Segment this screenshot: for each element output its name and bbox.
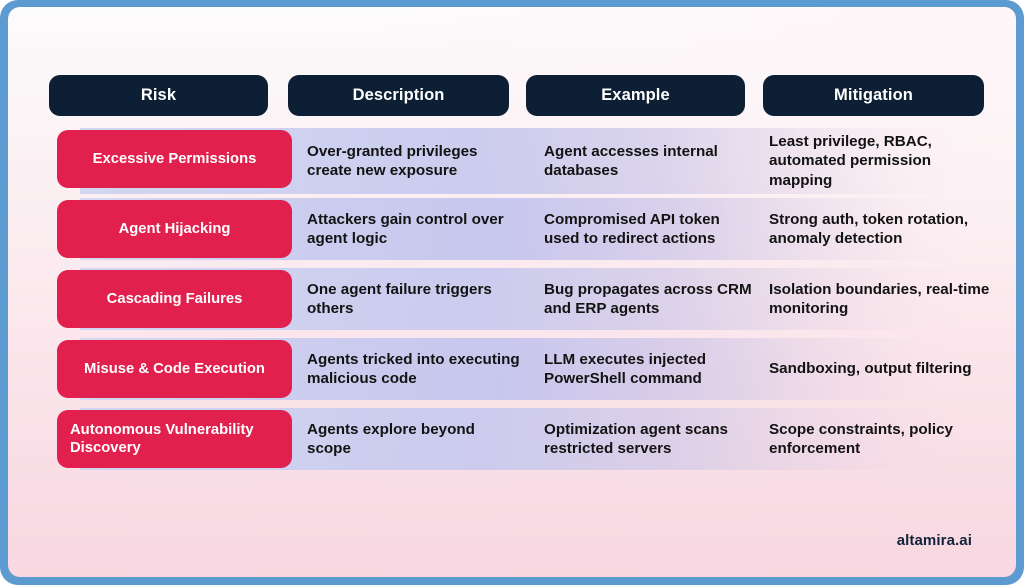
cell-mitigation: Scope constraints, policy enforcement <box>769 408 994 470</box>
cell-example: Compromised API token used to redirect a… <box>544 198 756 260</box>
table-row: Excessive Permissions Over-granted privi… <box>8 128 1016 198</box>
cell-example-text: Compromised API token used to redirect a… <box>544 210 720 247</box>
cell-description-text: One agent failure triggers others <box>307 280 492 317</box>
risk-label: Excessive Permissions <box>92 150 257 167</box>
risk-label: Cascading Failures <box>106 290 243 307</box>
table-row: Autonomous Vulnerability Discovery Agent… <box>8 408 1016 478</box>
risk-pill: Excessive Permissions <box>57 130 292 188</box>
cell-example-text: Optimization agent scans restricted serv… <box>544 420 728 457</box>
cell-description-text: Attackers gain control over agent logic <box>307 210 504 247</box>
risk-pill: Agent Hijacking <box>57 200 292 258</box>
cell-example: Optimization agent scans restricted serv… <box>544 408 756 470</box>
slide-card: Risk Description Example Mitigation <box>8 7 1016 577</box>
cell-example-text: Bug propagates across CRM and ERP agents <box>544 280 752 317</box>
cell-mitigation: Least privilege, RBAC, automated permiss… <box>769 128 994 194</box>
cell-example: Bug propagates across CRM and ERP agents <box>544 268 756 330</box>
table-header-row: Risk Description Example Mitigation <box>49 75 984 116</box>
cell-mitigation-text: Sandboxing, output filtering <box>769 360 972 378</box>
cell-mitigation-text: Scope constraints, policy enforcement <box>769 420 953 457</box>
cell-mitigation: Strong auth, token rotation, anomaly det… <box>769 198 994 260</box>
cell-example: Agent accesses internal databases <box>544 128 756 194</box>
cell-description-text: Agents tricked into executing malicious … <box>307 350 520 387</box>
cell-mitigation-text: Least privilege, RBAC, automated permiss… <box>769 133 932 189</box>
cell-mitigation-text: Isolation boundaries, real-time monitori… <box>769 280 990 317</box>
column-header-example: Example <box>526 75 745 116</box>
cell-description: One agent failure triggers others <box>307 268 522 330</box>
cell-description-text: Agents explore beyond scope <box>307 420 475 457</box>
column-header-mitigation: Mitigation <box>763 75 984 116</box>
column-header-mitigation-label: Mitigation <box>834 86 913 104</box>
risk-pill: Misuse & Code Execution <box>57 340 292 398</box>
cell-mitigation: Isolation boundaries, real-time monitori… <box>769 268 994 330</box>
cell-description: Agents explore beyond scope <box>307 408 522 470</box>
risk-table: Risk Description Example Mitigation <box>8 7 1016 577</box>
risk-label: Agent Hijacking <box>118 220 231 237</box>
risk-pill: Cascading Failures <box>57 270 292 328</box>
table-body: Excessive Permissions Over-granted privi… <box>8 128 1016 478</box>
table-row: Misuse & Code Execution Agents tricked i… <box>8 338 1016 408</box>
cell-description: Over-granted privileges create new expos… <box>307 128 522 194</box>
cell-example-text: LLM executes injected PowerShell command <box>544 350 707 387</box>
column-header-description-label: Description <box>352 86 445 104</box>
cell-example: LLM executes injected PowerShell command <box>544 338 756 400</box>
risk-label: Misuse & Code Execution <box>84 360 265 377</box>
column-header-example-label: Example <box>601 86 670 104</box>
cell-mitigation: Sandboxing, output filtering <box>769 338 994 400</box>
column-header-description: Description <box>288 75 509 116</box>
cell-mitigation-text: Strong auth, token rotation, anomaly det… <box>769 210 969 247</box>
risk-label: Autonomous Vulnerability Discovery <box>70 421 254 456</box>
cell-description: Attackers gain control over agent logic <box>307 198 522 260</box>
cell-description-text: Over-granted privileges create new expos… <box>307 142 478 179</box>
column-header-risk: Risk <box>49 75 268 116</box>
table-row: Cascading Failures One agent failure tri… <box>8 268 1016 338</box>
cell-example-text: Agent accesses internal databases <box>544 142 718 179</box>
risk-pill: Autonomous Vulnerability Discovery <box>57 410 292 468</box>
brand-wordmark: altamira.ai <box>896 532 972 549</box>
table-row: Agent Hijacking Attackers gain control o… <box>8 198 1016 268</box>
column-header-risk-label: Risk <box>140 86 177 104</box>
cell-description: Agents tricked into executing malicious … <box>307 338 522 400</box>
